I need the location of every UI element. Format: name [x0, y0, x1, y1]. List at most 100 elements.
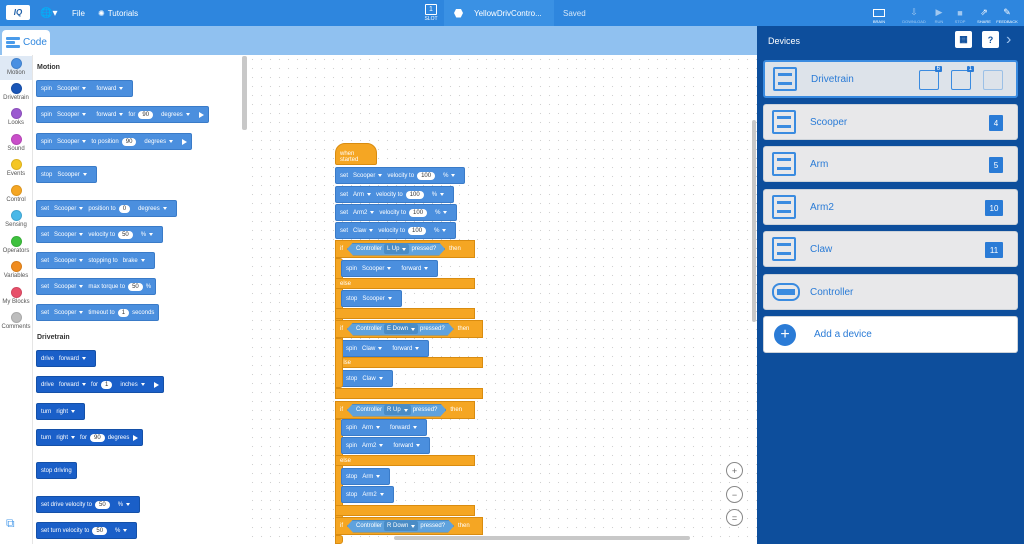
file-menu[interactable]: File [72, 8, 85, 18]
extensions-icon[interactable]: ⧉ [6, 516, 15, 530]
device-name: Arm [810, 158, 829, 170]
category-label: Motion [6, 70, 25, 76]
feedback-label: FEEDBACK [996, 19, 1018, 24]
gyro-add-icon[interactable] [983, 70, 1003, 90]
add-device-button[interactable]: +Add a device [763, 316, 1018, 353]
project-name: YellowDrivContro... [474, 8, 542, 18]
device-controller[interactable]: Controller [763, 274, 1018, 310]
zoom-reset-button[interactable]: = [726, 509, 743, 526]
stop-button[interactable]: ■STOP [949, 2, 971, 25]
workspace-horizontal-scrollbar[interactable] [394, 536, 690, 540]
sensing-dot-icon [10, 210, 22, 221]
palette-heading-drivetrain: Drivetrain [37, 334, 70, 341]
if-else-arm [335, 535, 343, 544]
events-dot-icon [10, 159, 22, 170]
brain-button[interactable]: BRAIN [868, 2, 890, 24]
category-operators[interactable]: Operators [0, 236, 32, 254]
download-button[interactable]: ⇩DOWNLOAD [902, 2, 926, 24]
category-events[interactable]: Events [0, 159, 32, 177]
device-arm[interactable]: Arm 5 [763, 146, 1018, 182]
port-badge: 5 [989, 157, 1003, 173]
category-sensing[interactable]: Sensing [0, 210, 32, 228]
brain-settings-icon[interactable]: ▦ [955, 31, 972, 48]
when-started-block[interactable]: when started [335, 143, 377, 165]
motion-dot-icon [10, 58, 22, 69]
device-drivetrain[interactable]: Drivetrain 6 1 [763, 60, 1018, 98]
category-comments[interactable]: Comments [0, 312, 32, 330]
collapse-chevron-icon[interactable]: › [1006, 31, 1012, 48]
palette-heading-motion: Motion [37, 64, 60, 71]
palette-scrollbar[interactable] [242, 56, 247, 130]
tutorials-label: Tutorials [107, 8, 139, 18]
category-drivetrain[interactable]: Drivetrain [0, 83, 32, 101]
my-blocks-dot-icon [10, 287, 22, 298]
sound-dot-icon [10, 134, 22, 145]
feedback-button[interactable]: ✎FEEDBACK [996, 2, 1018, 24]
tutorials-button[interactable]: ✺Tutorials [98, 0, 138, 26]
run-button[interactable]: ▶RUN [928, 2, 950, 24]
share-button[interactable]: ⇗SHARE [973, 2, 995, 24]
project-name-field[interactable]: YellowDrivContro... [444, 0, 554, 26]
category-motion[interactable]: Motion [0, 56, 32, 80]
port-badge: 11 [985, 242, 1003, 258]
tab-code[interactable]: Code [2, 30, 50, 55]
workspace-vertical-scrollbar[interactable] [752, 120, 756, 322]
if-else-end [335, 308, 475, 319]
category-label: Events [6, 171, 26, 177]
category-sound[interactable]: Sound [0, 134, 32, 152]
language-globe-icon[interactable]: 🌐▾ [40, 7, 58, 19]
devices-title: Devices [768, 36, 801, 46]
zoom-in-button[interactable]: + [726, 462, 743, 479]
stop-label: STOP [954, 19, 966, 24]
category-variables[interactable]: Variables [0, 261, 32, 279]
category-control[interactable]: Control [0, 185, 32, 203]
drivetrain-left-motor-icon: 6 [919, 66, 942, 90]
help-icon[interactable]: ? [982, 31, 999, 48]
zoom-out-button[interactable]: − [726, 486, 743, 503]
block-stop-driving[interactable]: stop driving [36, 462, 77, 479]
category-my-blocks[interactable]: My Blocks [0, 287, 32, 305]
category-looks[interactable]: Looks [0, 108, 32, 126]
